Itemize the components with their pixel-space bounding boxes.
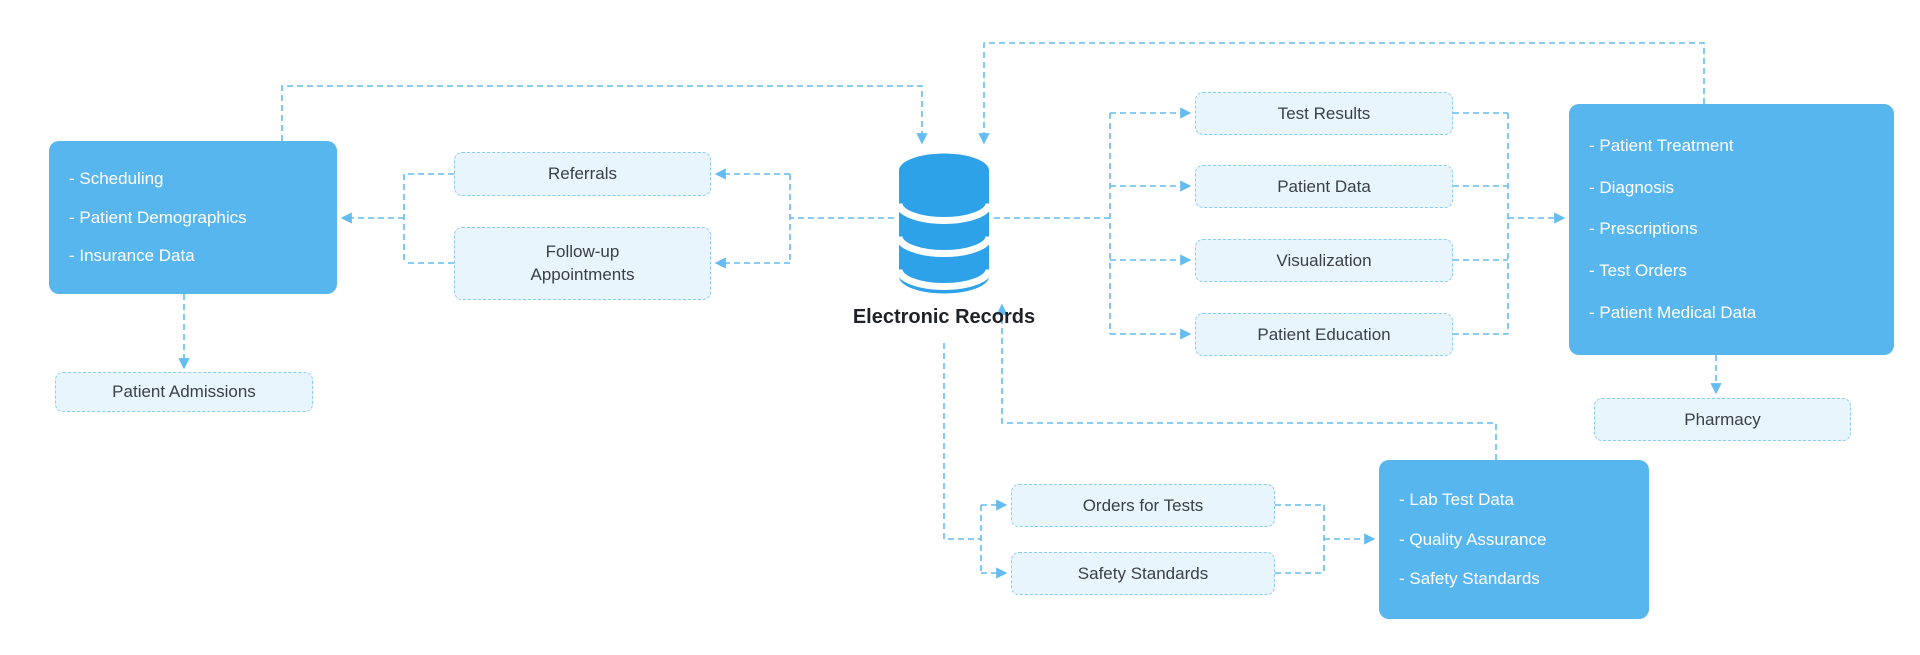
safety-standards-box: Safety Standards bbox=[1011, 552, 1275, 595]
lab-item: - Quality Assurance bbox=[1399, 529, 1547, 549]
admin-box: - Scheduling - Patient Demographics - In… bbox=[49, 141, 337, 294]
visualization-label: Visualization bbox=[1276, 250, 1372, 270]
orders-for-tests-box: Orders for Tests bbox=[1011, 484, 1275, 527]
admin-item: - Insurance Data bbox=[69, 245, 195, 265]
visualization-box: Visualization bbox=[1195, 239, 1453, 282]
clinical-item: - Prescriptions bbox=[1589, 219, 1698, 239]
admin-item: - Patient Demographics bbox=[69, 207, 247, 227]
test-results-box: Test Results bbox=[1195, 92, 1453, 135]
lab-item: - Lab Test Data bbox=[1399, 489, 1514, 509]
referrals-box: Referrals bbox=[454, 152, 711, 196]
lab-box: - Lab Test Data - Quality Assurance - Sa… bbox=[1379, 460, 1649, 619]
lab-item: - Safety Standards bbox=[1399, 569, 1540, 589]
clinical-item: - Patient Treatment bbox=[1589, 135, 1734, 155]
patient-data-box: Patient Data bbox=[1195, 165, 1453, 208]
electronic-records-label: Electronic Records bbox=[852, 306, 1036, 328]
electronic-records-db bbox=[894, 147, 994, 300]
clinical-item: - Diagnosis bbox=[1589, 177, 1675, 197]
patient-education-box: Patient Education bbox=[1195, 313, 1453, 356]
orders-for-tests-label: Orders for Tests bbox=[1082, 495, 1204, 515]
patient-admissions-label: Patient Admissions bbox=[112, 382, 256, 401]
followup-appointments-label: Follow-up Appointments bbox=[530, 241, 635, 284]
admin-item: - Scheduling bbox=[69, 169, 164, 189]
patient-data-label: Patient Data bbox=[1277, 176, 1371, 196]
database-icon bbox=[895, 153, 993, 294]
safety-standards-label: Safety Standards bbox=[1077, 563, 1209, 583]
referrals-label: Referrals bbox=[548, 164, 617, 183]
followup-appointments-box: Follow-up Appointments bbox=[454, 227, 711, 300]
pharmacy-label: Pharmacy bbox=[1684, 409, 1761, 429]
test-results-label: Test Results bbox=[1277, 103, 1371, 123]
clinical-item: - Test Orders bbox=[1589, 261, 1687, 281]
patient-admissions-box: Patient Admissions bbox=[55, 372, 313, 412]
patient-education-label: Patient Education bbox=[1257, 324, 1391, 344]
clinical-item: - Patient Medical Data bbox=[1589, 303, 1757, 323]
pharmacy-box: Pharmacy bbox=[1594, 398, 1851, 441]
clinical-box: - Patient Treatment - Diagnosis - Prescr… bbox=[1569, 104, 1894, 355]
